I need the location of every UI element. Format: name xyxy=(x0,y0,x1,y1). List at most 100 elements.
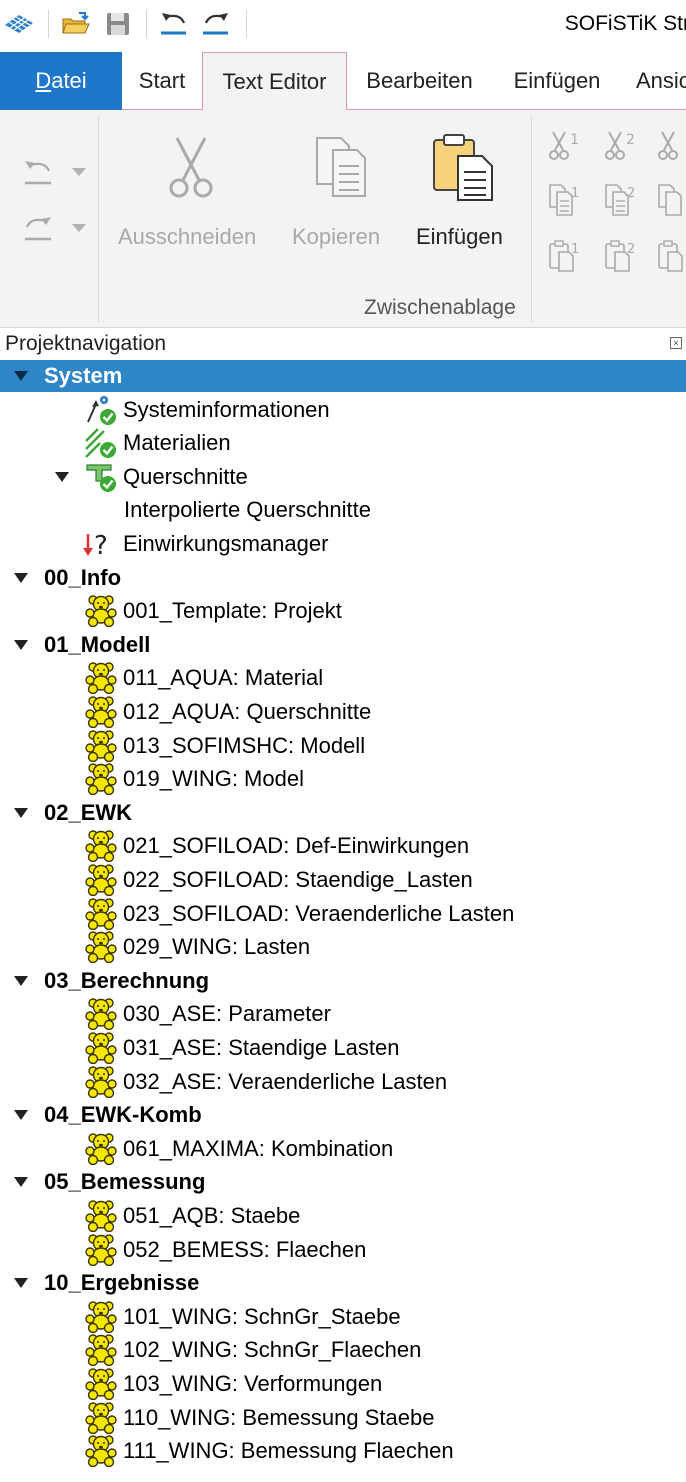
copy-button[interactable]: Kopieren xyxy=(292,224,381,249)
tree-group-label: System xyxy=(44,363,123,388)
tree-item-task[interactable]: 102_WING: SchnGr_Flaechen xyxy=(0,1334,686,1366)
expand-chevron-icon[interactable] xyxy=(13,368,29,384)
expand-chevron-icon[interactable] xyxy=(13,805,29,821)
teddy-task-icon xyxy=(84,696,118,728)
tree-item-task[interactable]: 030_ASE: Parameter xyxy=(0,998,686,1030)
tree-item-task[interactable]: 022_SOFILOAD: Staendige_Lasten xyxy=(0,864,686,896)
close-panel-icon[interactable]: × xyxy=(670,337,682,349)
tree-item-task[interactable]: 023_SOFILOAD: Veraenderliche Lasten xyxy=(0,898,686,930)
cut-to-clipboard-3-icon[interactable] xyxy=(656,126,686,166)
tab-start[interactable]: Start xyxy=(138,68,186,93)
tree-node-group[interactable]: 00_Info xyxy=(0,562,686,594)
tree-node-group[interactable]: 03_Berechnung xyxy=(0,965,686,997)
copy-to-clipboard-2-icon[interactable]: 2 xyxy=(600,180,640,220)
tree-item-task[interactable]: 110_WING: Bemessung Staebe xyxy=(0,1402,686,1434)
teddy-task-icon xyxy=(84,730,118,762)
expand-chevron-icon[interactable] xyxy=(13,1107,29,1123)
tree-item-label: 011_AQUA: Material xyxy=(123,665,324,690)
tree-item-label: Materialien xyxy=(123,430,231,455)
expand-chevron-icon[interactable] xyxy=(13,973,29,989)
tree-item-label: 022_SOFILOAD: Staendige_Lasten xyxy=(123,867,473,892)
tree-item-systeminformationen[interactable]: Systeminformationen xyxy=(0,394,686,426)
tree-item-task[interactable]: 061_MAXIMA: Kombination xyxy=(0,1133,686,1165)
open-folder-icon[interactable] xyxy=(58,6,94,42)
teddy-task-icon xyxy=(84,662,118,694)
paste-from-clipboard-3-icon[interactable] xyxy=(656,236,686,276)
tab-datei-label: atei xyxy=(51,68,87,93)
expand-chevron-icon[interactable] xyxy=(13,637,29,653)
tree-item-label: 030_ASE: Parameter xyxy=(123,1001,331,1026)
tab-bearbeiten[interactable]: Bearbeiten xyxy=(366,68,473,93)
tree-item-task[interactable]: 029_WING: Lasten xyxy=(0,931,686,963)
tree-item-task[interactable]: 011_AQUA: Material xyxy=(0,662,686,694)
tree-item-task[interactable]: 052_BEMESS: Flaechen xyxy=(0,1234,686,1266)
tree-item-task[interactable]: 021_SOFILOAD: Def-Einwirkungen xyxy=(0,830,686,862)
tree-item-label: 103_WING: Verformungen xyxy=(123,1371,383,1396)
tab-text-editor[interactable]: Text Editor xyxy=(202,52,347,111)
tree-item-label: 023_SOFILOAD: Veraenderliche Lasten xyxy=(123,901,515,926)
tree-item-task[interactable]: 101_WING: SchnGr_Staebe xyxy=(0,1301,686,1333)
tree-item-label: 110_WING: Bemessung Staebe xyxy=(123,1405,435,1430)
tree-item-task[interactable]: 103_WING: Verformungen xyxy=(0,1368,686,1400)
copy-to-clipboard-1-icon[interactable]: 1 xyxy=(544,180,584,220)
tree-item-label: 001_Template: Projekt xyxy=(123,598,342,623)
tree-item-task[interactable]: 032_ASE: Veraenderliche Lasten xyxy=(0,1066,686,1098)
tree-group-label: 04_EWK-Komb xyxy=(44,1102,202,1127)
tree-item-label: 061_MAXIMA: Kombination xyxy=(123,1136,394,1161)
expand-chevron-icon[interactable] xyxy=(13,570,29,586)
svg-text:?: ? xyxy=(94,531,108,560)
teddy-task-icon xyxy=(84,595,118,627)
tree-item-materialien[interactable]: Materialien xyxy=(0,427,686,459)
tree-node-group[interactable]: 01_Modell xyxy=(0,629,686,661)
expand-chevron-icon[interactable] xyxy=(54,469,70,485)
tree-item-einwirkungsmanager[interactable]: ?Einwirkungsmanager xyxy=(0,528,686,560)
tree-node-group[interactable]: 04_EWK-Komb xyxy=(0,1099,686,1131)
clip-digit-label: 1 xyxy=(570,132,579,148)
ribbon-undo-icon[interactable] xyxy=(18,152,58,192)
expand-chevron-icon[interactable] xyxy=(13,1275,29,1291)
tree-item-task[interactable]: 013_SOFIMSHC: Modell xyxy=(0,730,686,762)
copy-icon[interactable] xyxy=(308,132,374,202)
undo-icon[interactable] xyxy=(156,6,192,42)
tree-node-group[interactable]: 10_Ergebnisse xyxy=(0,1267,686,1299)
teddy-task-icon xyxy=(84,1435,118,1467)
teddy-task-icon xyxy=(84,763,118,795)
tab-ansicht[interactable]: Ansic xyxy=(636,68,686,93)
tree-node-system[interactable]: System xyxy=(0,360,686,392)
tree-item-interpolierte-querschnitte[interactable]: Interpolierte Querschnitte xyxy=(0,494,686,526)
tree-item-task[interactable]: 012_AQUA: Querschnitte xyxy=(0,696,686,728)
tree-node-group[interactable]: 02_EWK xyxy=(0,797,686,829)
undo-dropdown-chevron-icon[interactable] xyxy=(68,162,90,182)
paste-button[interactable]: Einfügen xyxy=(416,224,503,249)
tree-item-task[interactable]: 019_WING: Model xyxy=(0,763,686,795)
tree-item-task[interactable]: 001_Template: Projekt xyxy=(0,595,686,627)
tree-item-label: 032_ASE: Veraenderliche Lasten xyxy=(123,1069,448,1094)
clipboard-paste-icon[interactable] xyxy=(428,130,498,204)
tree-node-group[interactable]: 05_Bemessung xyxy=(0,1166,686,1198)
expand-chevron-icon[interactable] xyxy=(13,1174,29,1190)
paste-from-clipboard-2-icon[interactable]: 2 xyxy=(600,236,640,276)
teddy-task-icon xyxy=(84,1234,118,1266)
app-logo-icon[interactable] xyxy=(2,6,36,42)
copy-to-clipboard-3-icon[interactable] xyxy=(656,180,686,220)
ribbon-divider xyxy=(98,116,99,322)
tree-item-querschnitte[interactable]: Querschnitte xyxy=(0,461,686,493)
cut-to-clipboard-2-icon[interactable]: 2 xyxy=(600,126,640,166)
tree-item-task[interactable]: 111_WING: Bemessung Flaechen xyxy=(0,1435,686,1467)
teddy-task-icon xyxy=(84,1402,118,1434)
cut-button[interactable]: Ausschneiden xyxy=(118,224,257,249)
tree-item-task[interactable]: 031_ASE: Staendige Lasten xyxy=(0,1032,686,1064)
paste-from-clipboard-1-icon[interactable]: 1 xyxy=(544,236,584,276)
tree-item-task[interactable]: 051_AQB: Staebe xyxy=(0,1200,686,1232)
redo-icon[interactable] xyxy=(198,6,234,42)
redo-dropdown-chevron-icon[interactable] xyxy=(68,218,90,238)
tree-group-label: 10_Ergebnisse xyxy=(44,1270,200,1295)
ribbon-redo-icon[interactable] xyxy=(18,208,58,248)
save-icon[interactable] xyxy=(100,6,136,42)
scissors-icon[interactable] xyxy=(158,132,224,202)
cut-to-clipboard-1-icon[interactable]: 1 xyxy=(544,126,584,166)
toolbar-divider xyxy=(246,10,247,38)
tab-einfuegen[interactable]: Einfügen xyxy=(513,68,601,93)
